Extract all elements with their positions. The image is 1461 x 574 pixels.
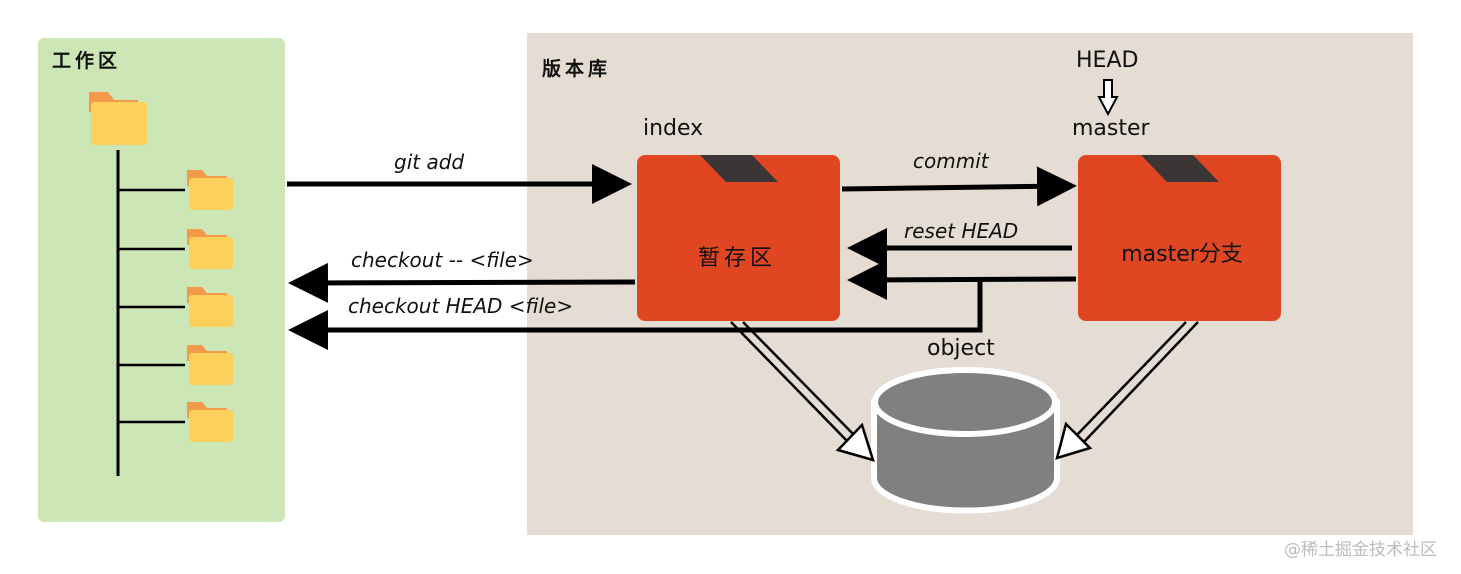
checkout-head-file-label: checkout HEAD <file> [348,294,574,318]
workspace-region [38,38,285,522]
master-label: master [1072,116,1150,141]
master-folder-icon [1078,155,1281,321]
master-to-object-arrow [1055,321,1199,460]
checkout-file-label: checkout -- <file> [351,248,534,272]
head-label: HEAD [1076,48,1139,73]
file-folder-icon [187,170,233,210]
repository-title: 版本库 [542,58,612,80]
commit-label: commit [913,149,989,173]
file-folder-icon [187,287,233,327]
index-label: index [643,116,704,141]
git-add-label: git add [394,150,465,174]
root-folder-icon [89,92,147,145]
checkout-head-to-stage-arrow [847,259,1077,300]
head-pointer-icon [1097,79,1119,117]
object-database-icon [871,367,1060,514]
master-folder-label: master分支 [1121,242,1243,267]
object-label: object [927,336,995,361]
file-folder-icon [187,402,233,442]
stage-folder-icon [637,155,840,321]
stage-to-object-arrow [730,321,875,462]
commit-arrow [841,166,1077,207]
file-tree [116,150,185,476]
file-folder-icon [187,229,233,269]
checkout-head-file-arrow [288,279,983,350]
watermark: @稀土掘金技术社区 [1284,540,1437,560]
checkout-file-arrow [288,262,636,303]
reset-head-label: reset HEAD [904,219,1019,243]
workspace-title: 工作区 [52,50,122,72]
stage-folder-label: 暂存区 [697,246,776,271]
file-folder-icon [187,345,233,385]
